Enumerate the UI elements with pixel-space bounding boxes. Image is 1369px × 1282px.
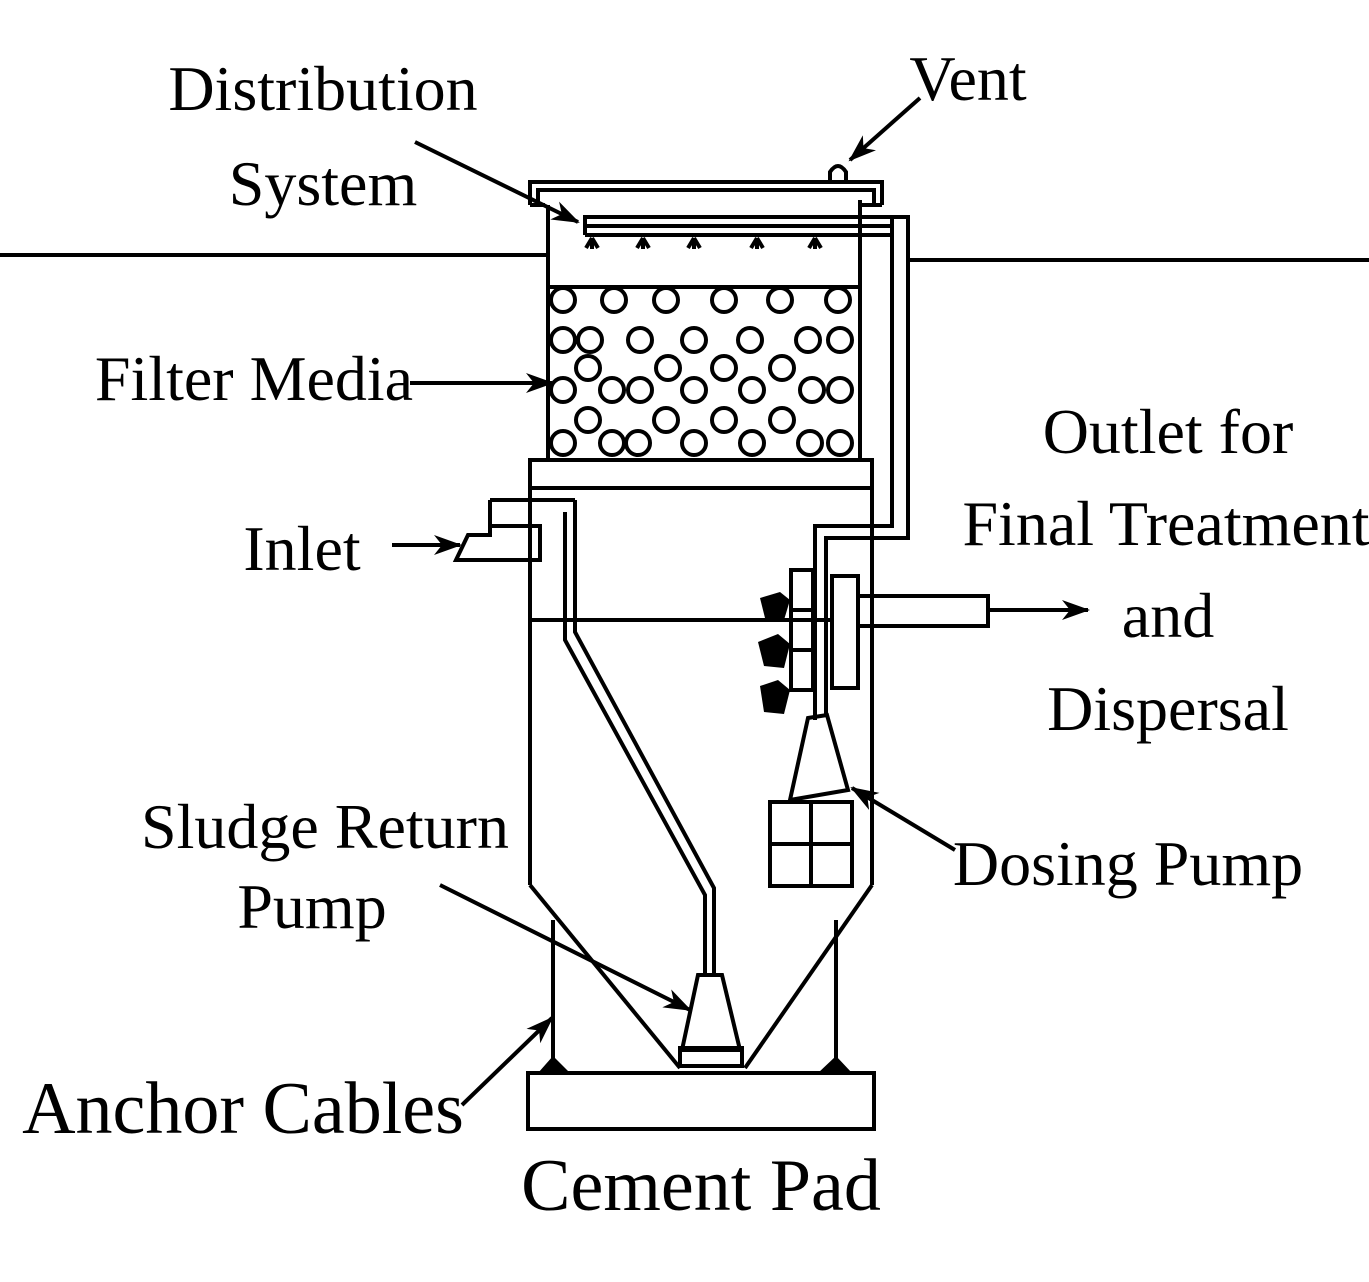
filter-media-beads — [549, 286, 854, 457]
filter-bead — [824, 286, 852, 314]
label-sludge-line1: Sludge Return — [141, 791, 509, 862]
filter-bead — [738, 429, 766, 457]
leader-arrows — [392, 96, 1090, 1107]
filter-bead — [826, 429, 854, 457]
spray-nozzles — [584, 236, 823, 250]
filter-bead — [549, 286, 577, 314]
label-vent: Vent — [909, 43, 1027, 114]
filter-bead — [598, 376, 626, 404]
label-outlet-line2: Final Treatment — [962, 488, 1369, 559]
sludge-return-pipe — [563, 500, 716, 975]
outlet-pipe — [830, 574, 990, 690]
filter-bead — [798, 376, 826, 404]
vent-cap — [828, 164, 848, 182]
filter-bead — [652, 286, 680, 314]
label-distribution-line1: Distribution — [168, 53, 477, 124]
label-outlet-line1: Outlet for — [1043, 396, 1294, 467]
filter-bead — [626, 376, 654, 404]
sludge-return-pump — [678, 973, 744, 1068]
filter-bead — [576, 326, 604, 354]
filter-bead — [826, 376, 854, 404]
filter-bead — [600, 286, 628, 314]
float-switches — [758, 568, 815, 714]
ground-line — [0, 253, 1369, 262]
tank-lid — [528, 180, 884, 207]
filter-bead — [680, 326, 708, 354]
filter-bead — [766, 286, 794, 314]
filter-bead — [710, 406, 738, 434]
dosing-pump — [768, 712, 854, 888]
separator-plate — [528, 458, 874, 490]
filter-bead — [549, 429, 577, 457]
tank-body — [528, 488, 874, 1070]
filter-bead — [598, 429, 626, 457]
filter-chamber — [546, 200, 862, 460]
filter-bead — [680, 376, 708, 404]
label-cement-pad: Cement Pad — [521, 1145, 881, 1227]
inlet-pipe — [452, 498, 575, 562]
filter-bead — [710, 354, 738, 382]
label-filter-media: Filter Media — [95, 343, 413, 414]
label-distribution-line2: System — [229, 148, 417, 219]
label-dosing-pump: Dosing Pump — [953, 828, 1303, 899]
label-sludge-line2: Pump — [237, 871, 386, 942]
filter-bead — [768, 406, 796, 434]
filter-bead — [624, 429, 652, 457]
filter-bead — [626, 326, 654, 354]
filter-bead — [796, 429, 824, 457]
filter-bead — [768, 354, 796, 382]
label-inlet: Inlet — [243, 513, 361, 584]
label-outlet-line4: Dispersal — [1047, 673, 1289, 744]
filter-bead — [710, 286, 738, 314]
label-outlet-line3: and — [1122, 580, 1214, 651]
filter-bead — [738, 376, 766, 404]
filter-bead — [549, 326, 577, 354]
filter-bead — [652, 406, 680, 434]
label-anchor-cables: Anchor Cables — [22, 1068, 464, 1150]
filter-bead — [826, 326, 854, 354]
cement-pad — [526, 1071, 876, 1131]
filter-bead — [574, 406, 602, 434]
filter-bead — [574, 354, 602, 382]
filter-bead — [549, 376, 577, 404]
filter-bead — [680, 429, 708, 457]
filter-bead — [736, 326, 764, 354]
filter-bead — [794, 326, 822, 354]
filter-bead — [654, 354, 682, 382]
distribution-pipe — [583, 215, 894, 237]
